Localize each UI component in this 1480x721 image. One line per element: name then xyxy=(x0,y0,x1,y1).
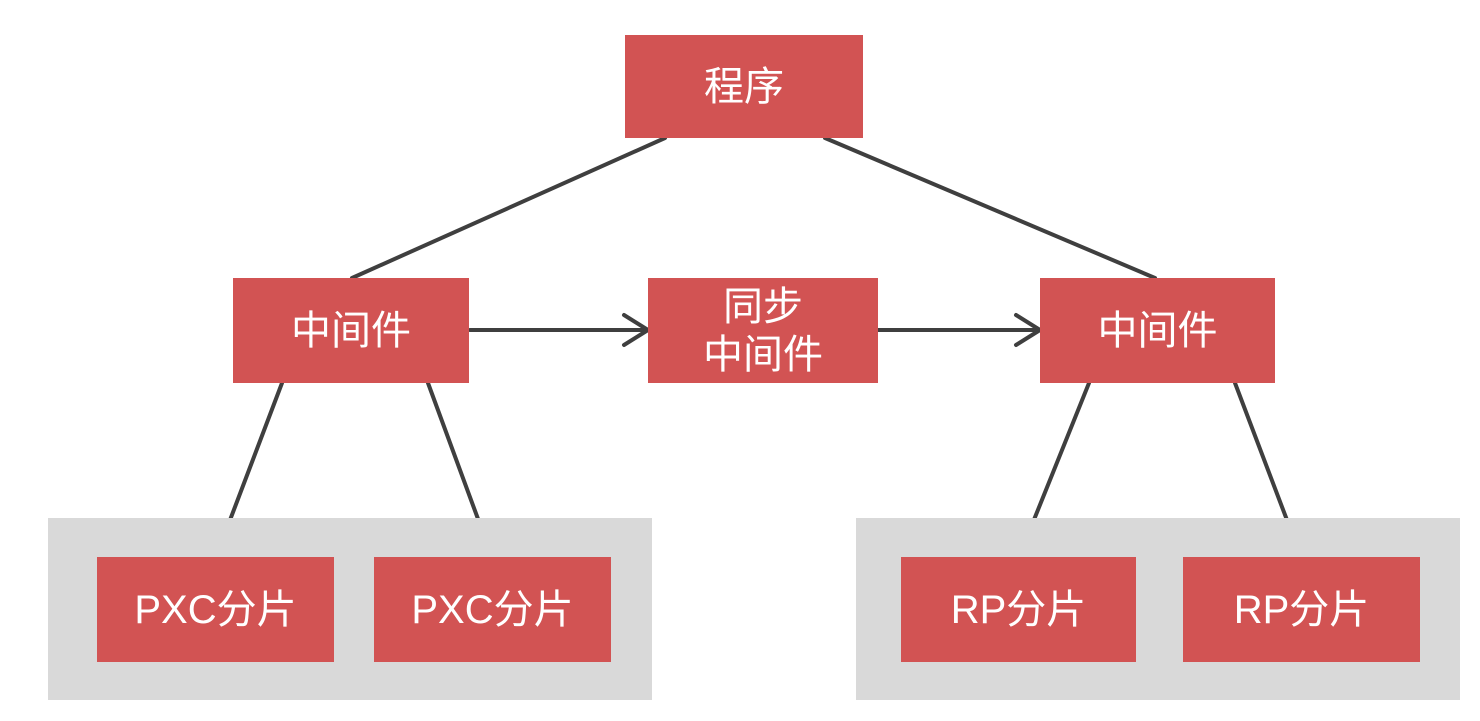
node-middleware-right: 中间件 xyxy=(1040,278,1275,383)
node-rp-shard-2: RP分片 xyxy=(1183,557,1420,662)
node-program: 程序 xyxy=(625,35,863,138)
arrowhead-into-middleware-right-icon xyxy=(1014,313,1042,347)
arrowhead-into-sync-icon xyxy=(622,313,650,347)
connector-program-to-middleware-left xyxy=(350,136,667,280)
node-middleware-left: 中间件 xyxy=(233,278,469,383)
node-sync-middleware: 同步 中间件 xyxy=(648,278,878,383)
connector-program-to-middleware-right xyxy=(823,136,1157,280)
group-rp-cluster: RP分片 RP分片 xyxy=(856,518,1460,700)
node-pxc-shard-2: PXC分片 xyxy=(374,557,611,662)
node-rp-shard-1: RP分片 xyxy=(901,557,1136,662)
node-pxc-shard-1: PXC分片 xyxy=(97,557,334,662)
group-pxc-cluster: PXC分片 PXC分片 xyxy=(48,518,652,700)
